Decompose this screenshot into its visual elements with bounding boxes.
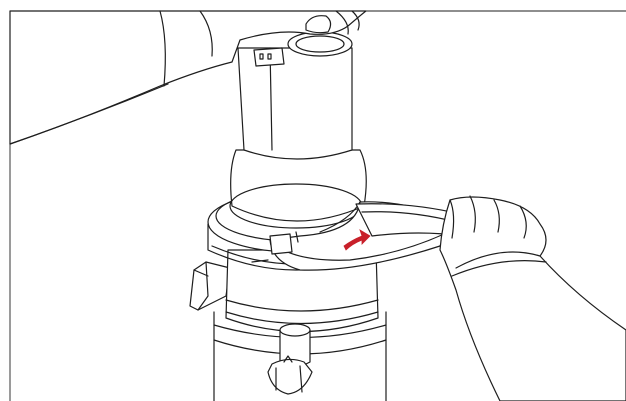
feed-hopper bbox=[230, 32, 366, 228]
bottom-knob bbox=[268, 324, 312, 394]
hand-icon bbox=[440, 196, 626, 401]
lid-lock-icon bbox=[254, 48, 284, 66]
juice-spout bbox=[190, 262, 230, 310]
